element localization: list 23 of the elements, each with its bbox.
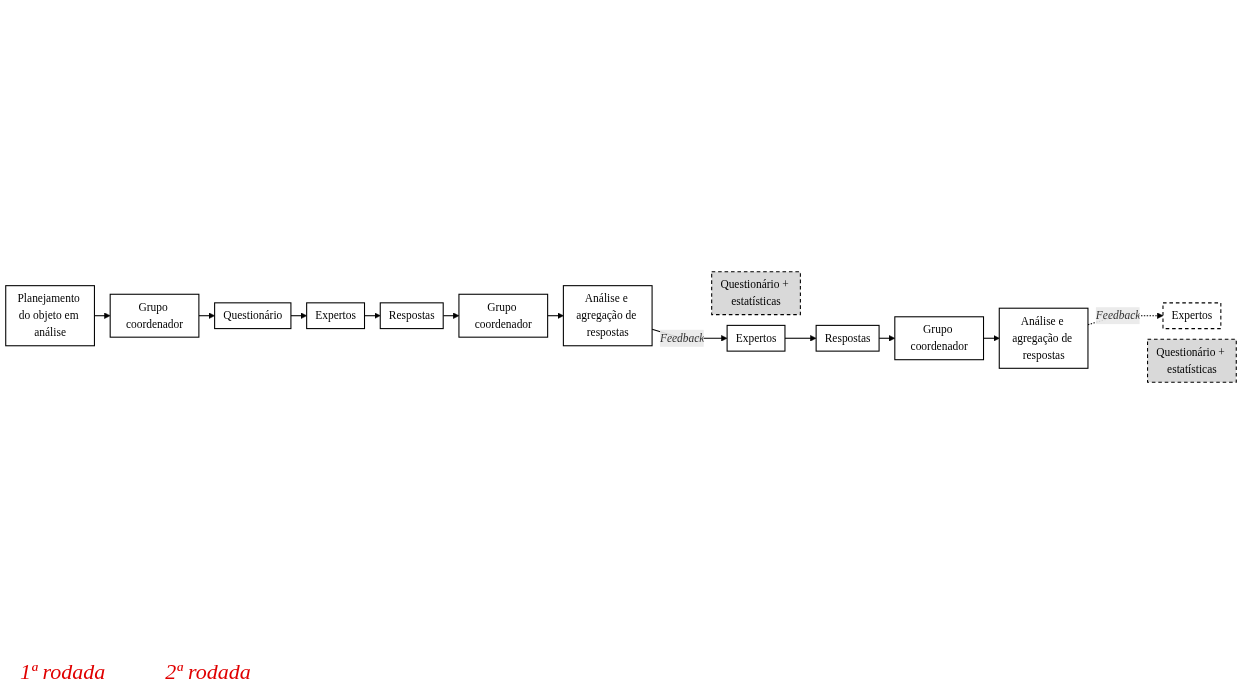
node-box: Expertos <box>306 301 366 329</box>
arrow <box>784 334 817 341</box>
node-box: Grupo coordenador <box>894 315 985 360</box>
node-box: Expertos <box>1162 301 1222 329</box>
node-box: Grupo coordenador <box>458 293 549 338</box>
edge-label: Feedback <box>1095 308 1141 321</box>
node-box: Respostas <box>815 324 880 352</box>
arrow <box>547 312 564 319</box>
node-box: Questionário <box>214 301 292 329</box>
round-label: 2ª rodada <box>165 659 251 685</box>
arrow <box>290 312 307 319</box>
node-box: Planejamento do objeto em análise <box>5 284 95 346</box>
node-box: Respostas <box>379 301 444 329</box>
arrow <box>983 334 1000 341</box>
arrow <box>198 312 215 319</box>
node-box: Questionário + estatísticas <box>1147 338 1237 383</box>
node-box: Questionário + estatísticas <box>711 270 801 315</box>
round-label: 1ª rodada <box>20 659 106 685</box>
edge-label: Feedback <box>659 331 705 344</box>
node-box: Análise e agregação de respostas <box>562 284 653 346</box>
node-box: Grupo coordenador <box>109 293 200 338</box>
node-box: Análise e agregação de respostas <box>998 307 1089 369</box>
node-box: Expertos <box>726 324 786 352</box>
